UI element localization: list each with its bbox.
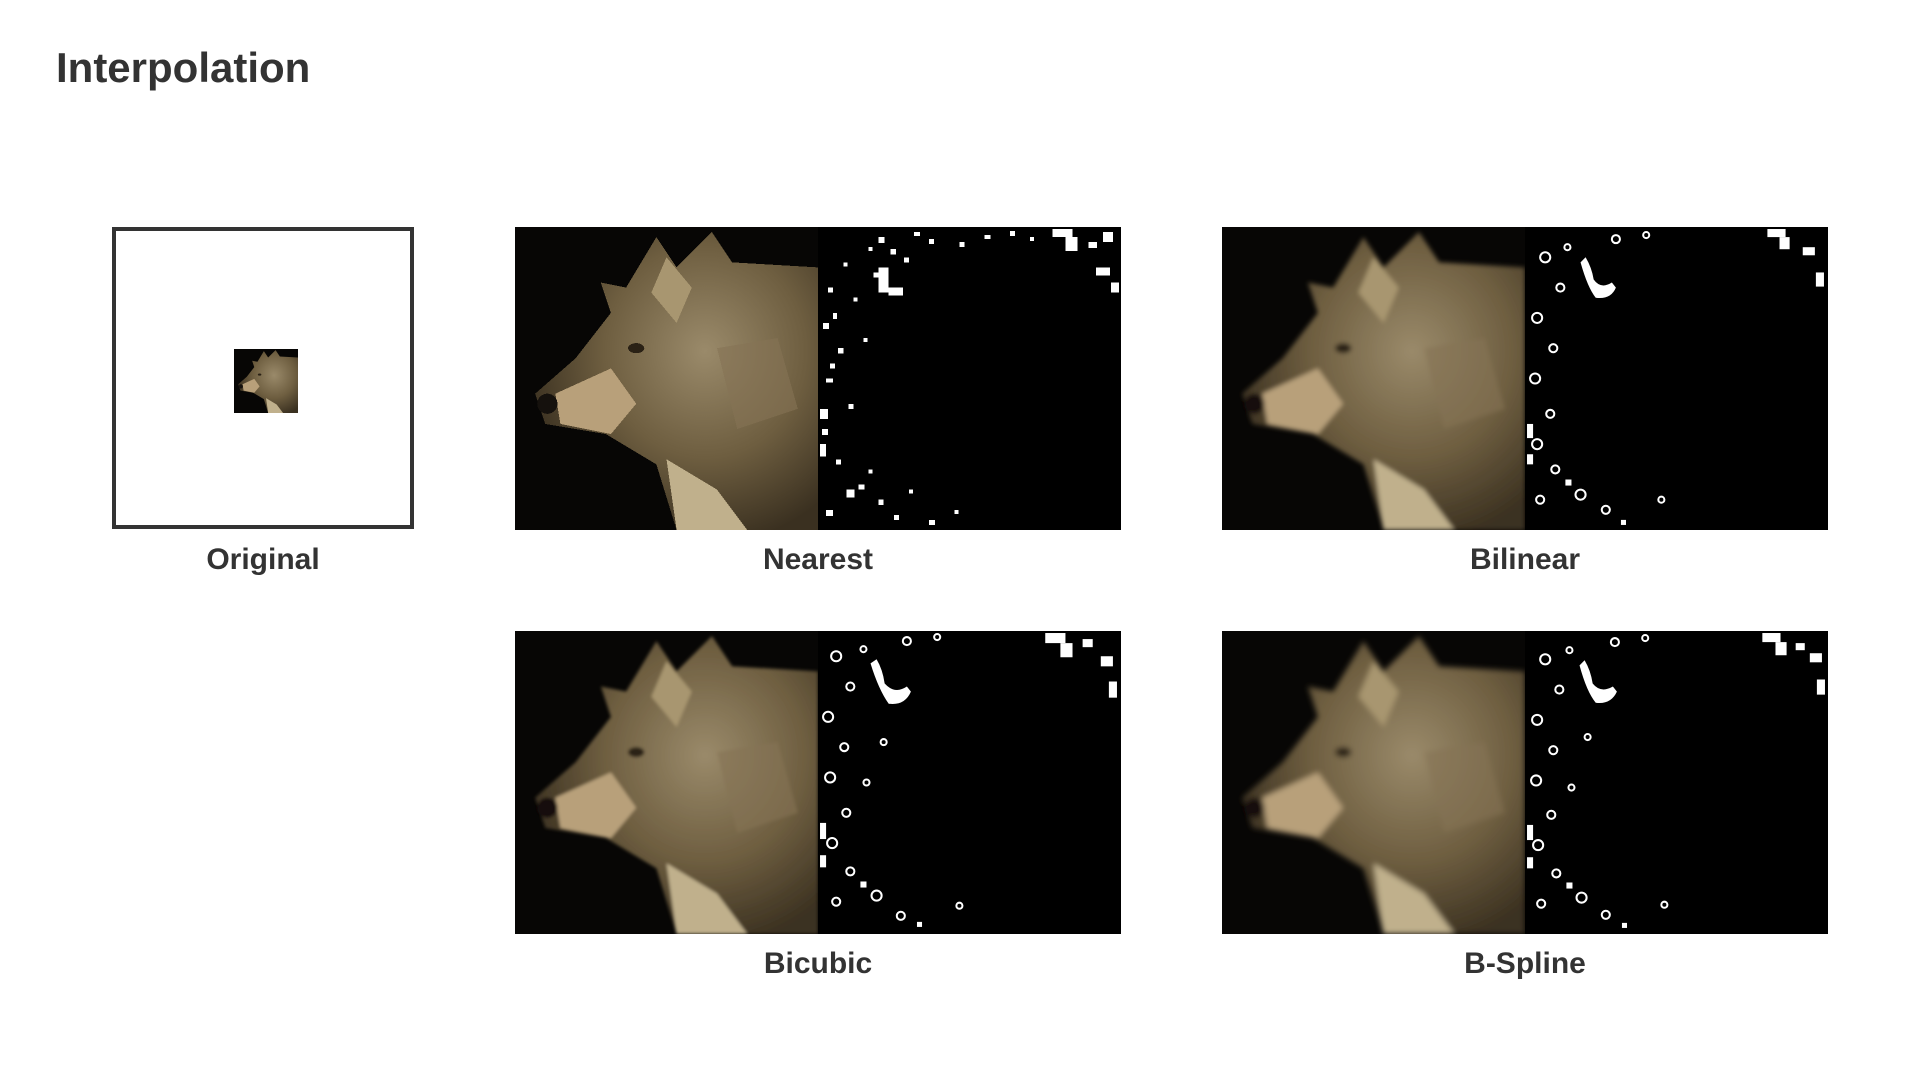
- nearest-comparison-image: [515, 227, 1121, 530]
- original-wolf-thumbnail: [234, 349, 298, 413]
- bicubic-difference-map: [818, 631, 1121, 934]
- original-frame: [112, 227, 414, 529]
- bspline-upscaled-wolf: [1222, 631, 1525, 934]
- bilinear-upscaled-wolf: [1222, 227, 1525, 530]
- bspline-comparison-image: [1222, 631, 1828, 934]
- bicubic-comparison-image: [515, 631, 1121, 934]
- nearest-difference-map: [818, 227, 1121, 530]
- bicubic-upscaled-wolf: [515, 631, 818, 934]
- bilinear-difference-map: [1525, 227, 1828, 530]
- bspline-difference-map: [1525, 631, 1828, 934]
- page-title: Interpolation: [56, 44, 311, 91]
- bspline-label: B-Spline: [1464, 947, 1586, 980]
- bicubic-label: Bicubic: [763, 947, 873, 980]
- bilinear-label: Bilinear: [1469, 543, 1581, 576]
- original-label: Original: [206, 543, 320, 576]
- bilinear-comparison-image: [1222, 227, 1828, 530]
- nearest-upscaled-wolf: [515, 227, 818, 530]
- nearest-label: Nearest: [762, 543, 874, 576]
